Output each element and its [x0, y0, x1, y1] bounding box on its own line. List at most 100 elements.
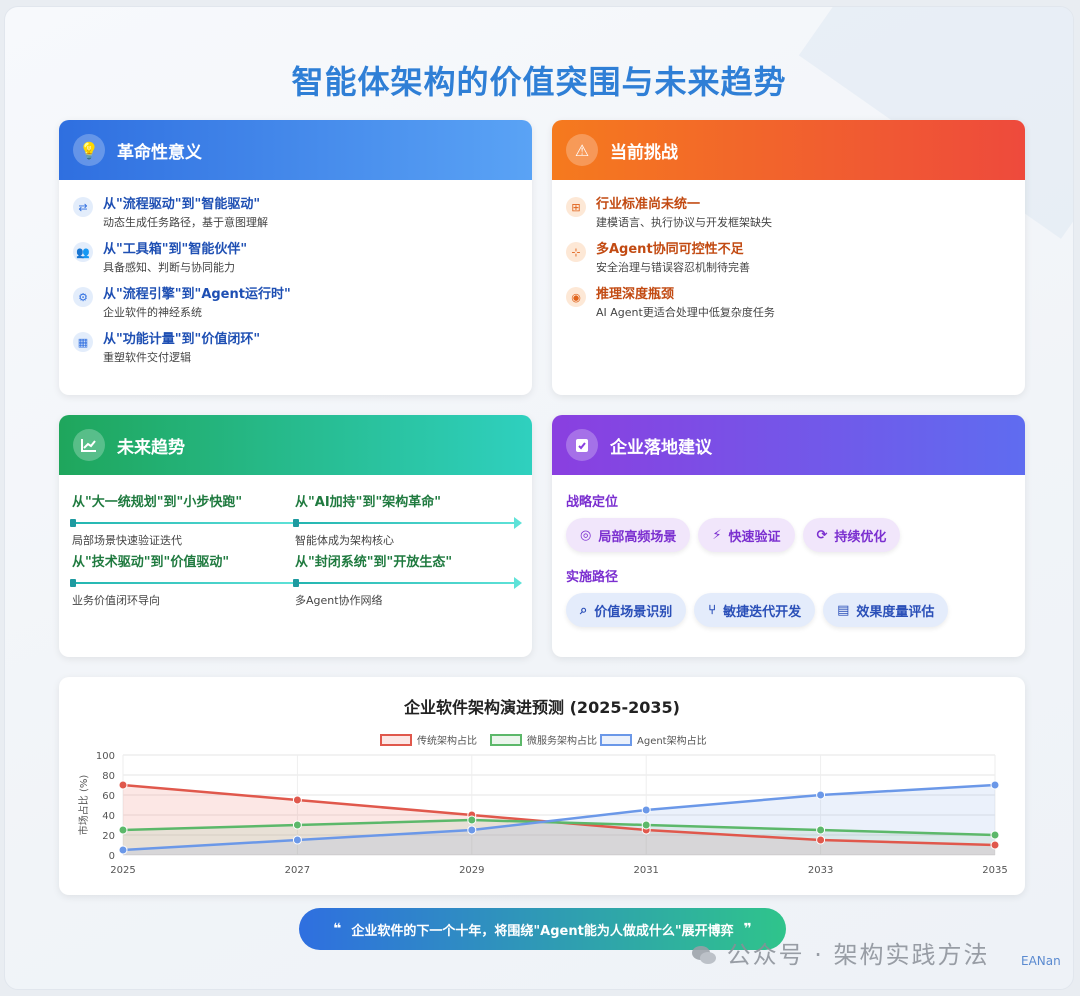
trends-card: 未来趋势 从"大一统规划"到"小步快跑" 局部场景快速验证迭代 从"AI加持"到…	[59, 415, 532, 657]
exchange-icon: ⇄	[73, 197, 93, 217]
data-point	[990, 830, 1000, 840]
x-tick-label: 2031	[633, 865, 658, 876]
pill-label: 敏捷迭代开发	[723, 604, 802, 620]
watermark-sub: EANan	[1021, 954, 1061, 968]
data-point	[816, 790, 826, 800]
sitemap-icon: ⊞	[566, 197, 586, 217]
advice-card: 企业落地建议 战略定位 ◎局部高频场景⚡快速验证⟳持续优化 实施路径 ⌕价值场景…	[552, 415, 1025, 657]
y-tick-label: 100	[96, 751, 115, 762]
x-tick-label: 2029	[459, 865, 484, 876]
calendar-icon: ▦	[73, 332, 93, 352]
revolution-list: ⇄从"流程驱动"到"智能驱动"动态生成任务路径，基于意图理解👥从"工具箱"到"智…	[59, 180, 532, 366]
gears-icon: ⚙	[73, 287, 93, 307]
legend-label: Agent架构占比	[637, 734, 707, 747]
advice-body: 战略定位 ◎局部高频场景⚡快速验证⟳持续优化 实施路径 ⌕价值场景识别⑂敏捷迭代…	[552, 475, 1025, 627]
bolt-icon: ⚡	[712, 527, 722, 543]
list-item: ⇄从"流程驱动"到"智能驱动"动态生成任务路径，基于意图理解	[73, 196, 518, 231]
trends-title: 未来趋势	[117, 437, 185, 458]
brain-icon: ◉	[566, 287, 586, 307]
revolution-card: 💡 革命性意义 ⇄从"流程驱动"到"智能驱动"动态生成任务路径，基于意图理解👥从…	[59, 120, 532, 395]
legend-swatch	[600, 734, 632, 746]
y-axis-label: 市场占比 (%)	[77, 775, 90, 836]
pill-label: 效果度量评估	[856, 604, 935, 620]
list-item: ▦ 从"功能计量"到"价值闭环" 重塑软件交付逻辑	[73, 331, 518, 366]
y-tick-label: 20	[102, 831, 115, 842]
x-tick-label: 2033	[808, 865, 833, 876]
item-title: 行业标准尚未统一	[596, 197, 701, 212]
pill-search[interactable]: ⌕ 价值场景识别	[566, 593, 687, 627]
data-point	[118, 780, 128, 790]
item-desc: AI Agent更适合处理中低复杂度任务	[596, 306, 775, 319]
search-icon: ⌕	[580, 602, 588, 618]
banner-text: 企业软件的下一个十年，将围绕"Agent能为人做成什么"展开博弈	[351, 923, 734, 939]
pill-refresh[interactable]: ⟳ 持续优化	[802, 518, 901, 552]
network-icon: ⊹	[566, 242, 586, 262]
chart-line-icon	[73, 429, 105, 461]
chart-title: 企业软件架构演进预测 (2025-2035)	[403, 698, 680, 717]
architecture-chart: 企业软件架构演进预测 (2025-2035) 传统架构占比 微服务架构占比 Agent…	[77, 698, 1008, 876]
page-title: 智能体架构的价值突围与未来趋势	[291, 63, 787, 101]
pill-branch[interactable]: ⑂敏捷迭代开发	[694, 593, 816, 627]
target-icon: ◎	[580, 527, 592, 543]
pill-target[interactable]: ◎ 局部高频场景	[566, 518, 691, 552]
bar-chart-icon: ▤	[837, 602, 850, 618]
y-tick-label: 80	[102, 771, 115, 782]
data-point	[467, 825, 477, 835]
path-label: 实施路径	[566, 570, 619, 585]
y-tick-label: 0	[109, 851, 115, 862]
trend-item: 从"大一统规划"到"小步快跑" 局部场景快速验证迭代	[70, 491, 297, 548]
item-title: 从"流程驱动"到"智能驱动"	[103, 197, 261, 212]
trend-item: 从"技术驱动"到"价值驱动" 业务价值闭环导向	[70, 551, 297, 608]
list-item: 👥从"工具箱"到"智能伙伴"具备感知、判断与协同能力	[73, 241, 518, 276]
x-tick-label: 2025	[110, 865, 135, 876]
data-point	[641, 805, 651, 815]
item-title: 多Agent协同可控性不足	[596, 242, 744, 257]
challenges-list: ⊞行业标准尚未统一建模语言、执行协议与开发框架缺失⊹多Agent协同可控性不足安…	[552, 180, 1025, 321]
item-title: 推理深度瓶颈	[596, 287, 675, 302]
trend-item: 从"封闭系统"到"开放生态" 多Agent协作网络	[293, 551, 522, 608]
quote-open-icon: ❝	[333, 921, 342, 937]
x-tick-label: 2027	[285, 865, 310, 876]
list-item: ◉ 推理深度瓶颈 AI Agent更适合处理中低复杂度任务	[566, 286, 1011, 321]
data-point	[292, 795, 302, 805]
chart-card: 企业软件架构演进预测 (2025-2035) 传统架构占比 微服务架构占比 Agent…	[59, 677, 1025, 895]
data-point	[816, 825, 826, 835]
x-tick-label: 2035	[982, 865, 1007, 876]
pill-label: 局部高频场景	[598, 529, 677, 545]
legend-swatch	[380, 734, 412, 746]
challenges-title: 当前挑战	[610, 142, 678, 163]
data-point	[118, 825, 128, 835]
pill-bar-chart[interactable]: ▤ 效果度量评估	[823, 593, 949, 627]
lightbulb-icon: 💡	[73, 134, 105, 166]
advice-title: 企业落地建议	[610, 437, 712, 458]
list-item: ⊞行业标准尚未统一建模语言、执行协议与开发框架缺失	[566, 196, 1011, 231]
data-point	[292, 820, 302, 830]
trends-grid: 从"大一统规划"到"小步快跑" 局部场景快速验证迭代 从"AI加持"到"架构革命…	[59, 475, 532, 657]
item-desc: 企业软件的神经系统	[103, 306, 202, 319]
quote-close-icon: ❞	[743, 921, 752, 937]
watermark: 公众号 · 架构实践方法	[691, 935, 990, 970]
list-item: ⊹多Agent协同可控性不足安全治理与错误容忍机制待完善	[566, 241, 1011, 276]
item-desc: 具备感知、判断与协同能力	[103, 261, 235, 274]
revolution-title: 革命性意义	[117, 142, 202, 163]
data-point	[467, 815, 477, 825]
refresh-icon: ⟳	[816, 527, 828, 543]
pill-label: 快速验证	[728, 529, 781, 545]
page: 智能体架构的价值突围与未来趋势 💡 革命性意义 ⇄从"流程驱动"到"智能驱动"动…	[4, 6, 1074, 990]
data-point	[990, 780, 1000, 790]
strategy-pills: ◎ 局部高频场景 ⚡ 快速验证 ⟳ 持续优化	[566, 518, 1011, 552]
legend-label: 微服务架构占比	[527, 734, 597, 747]
revolution-header: 💡 革命性意义	[59, 120, 532, 180]
challenges-header: ⚠ 当前挑战	[552, 120, 1025, 180]
warning-icon: ⚠	[566, 134, 598, 166]
pill-bolt[interactable]: ⚡ 快速验证	[698, 518, 795, 552]
item-desc: 重塑软件交付逻辑	[103, 351, 191, 364]
pill-label: 持续优化	[834, 529, 887, 545]
legend-label: 传统架构占比	[417, 734, 477, 747]
pill-label: 价值场景识别	[594, 604, 673, 620]
series-line	[122, 818, 996, 837]
data-point	[990, 840, 1000, 850]
data-point	[816, 835, 826, 845]
path-pills: ⌕ 价值场景识别 ⑂敏捷迭代开发 ▤ 效果度量评估	[566, 593, 1011, 627]
item-title: 从"功能计量"到"价值闭环"	[103, 332, 261, 347]
